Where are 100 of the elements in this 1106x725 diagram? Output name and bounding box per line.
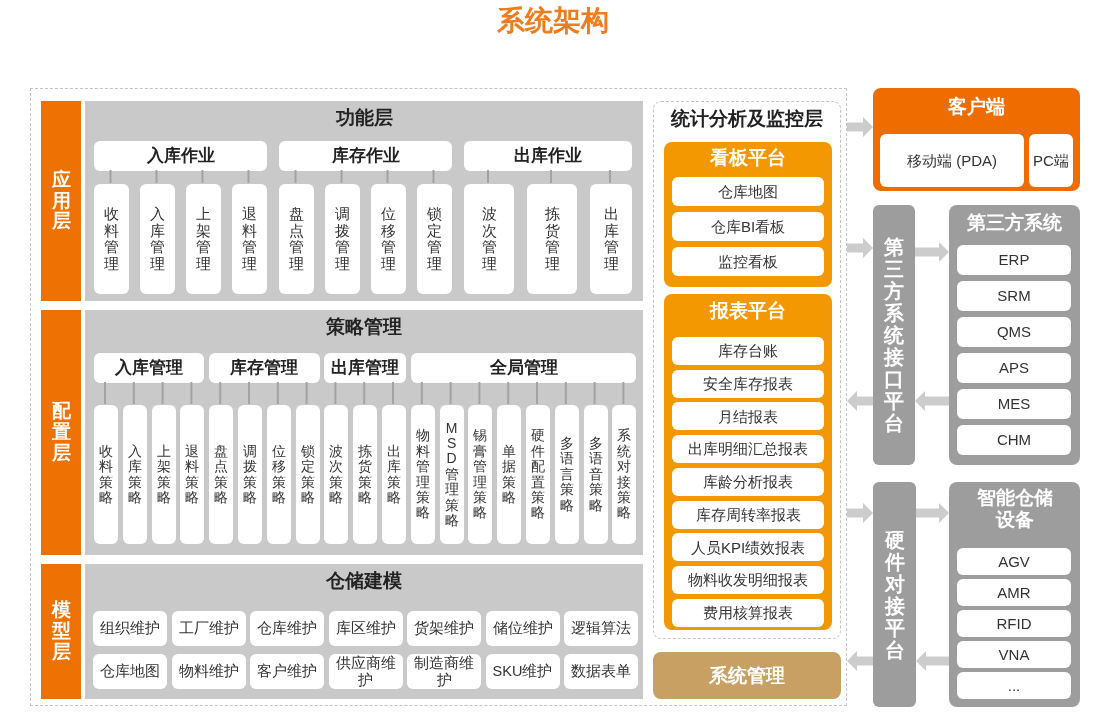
- panel-title: 仓储建模: [325, 570, 403, 592]
- module-card: 锁定管理: [417, 184, 452, 294]
- panel-title: 智能仓储设备: [975, 487, 1054, 531]
- connector-line: [622, 381, 625, 405]
- module-card: ERP: [957, 245, 1071, 275]
- module-card: PC端: [1029, 134, 1073, 187]
- module-card: 调拨策略: [238, 405, 262, 544]
- panel-title: 策略管理: [325, 316, 403, 338]
- module-card: CHM: [957, 425, 1071, 455]
- connector-line: [420, 381, 423, 405]
- layer-label-bar: 配置层: [41, 310, 81, 555]
- connector-line: [132, 381, 135, 405]
- module-card: 库区维护: [328, 611, 403, 646]
- module-card: 数据表单: [564, 654, 638, 689]
- connector-line: [478, 381, 481, 405]
- module-card: 组织维护: [93, 611, 167, 646]
- panel-title: 客户端: [947, 96, 1006, 118]
- module-card: SRM: [957, 281, 1071, 311]
- module-card: 拣货管理: [527, 184, 577, 294]
- connector-line: [449, 381, 452, 405]
- module-card: 仓库地图: [672, 177, 824, 206]
- module-card: 锡膏管理策略: [468, 405, 493, 544]
- dashed-frame: [30, 88, 847, 706]
- connector-line: [386, 169, 389, 184]
- module-card: 收料管理: [94, 184, 129, 294]
- module-card: 位移管理: [371, 184, 406, 294]
- module-card: SKU维护: [485, 654, 560, 689]
- diagram-title: 系统架构: [496, 4, 610, 38]
- module-card: 锁定策略: [295, 405, 320, 544]
- client-panel: [873, 88, 1080, 191]
- module-card: QMS: [957, 317, 1071, 347]
- flow-arrow: [847, 391, 873, 411]
- module-card: 收料策略: [94, 405, 118, 544]
- module-card: 单据策略: [497, 405, 522, 544]
- module-card: 硬件配置策略: [526, 405, 550, 544]
- dashed-panel: [653, 101, 841, 639]
- connector-line: [155, 169, 158, 184]
- platform-panel: [664, 142, 832, 287]
- layer-label-bar: 模型层: [41, 564, 81, 699]
- module-card: 移动端 (PDA): [880, 134, 1024, 187]
- module-card: 位移策略: [266, 405, 291, 544]
- module-card: 储位维护: [485, 611, 560, 646]
- connector-line: [294, 169, 297, 184]
- connector-line: [104, 381, 106, 405]
- module-card: 盘点管理: [279, 184, 314, 294]
- connector-line: [340, 169, 343, 184]
- connector-line: [507, 381, 510, 405]
- module-card: VNA: [957, 641, 1071, 668]
- module-card: 物料收发明细报表: [672, 565, 824, 594]
- module-card: 出库策略: [382, 405, 406, 544]
- layer-panel: [85, 310, 643, 555]
- connector-line: [248, 381, 250, 405]
- module-card: 逻辑算法: [564, 611, 638, 646]
- module-card: ...: [957, 672, 1071, 699]
- module-card: 上架策略: [151, 405, 176, 544]
- layer-panel: [85, 101, 643, 301]
- flow-arrow: [847, 117, 873, 137]
- module-card: AMR: [957, 579, 1071, 606]
- group-header: 入库管理: [94, 353, 205, 383]
- module-card: 入库策略: [122, 405, 147, 544]
- module-card: 库存周转率报表: [672, 500, 824, 529]
- system-panel: [949, 482, 1080, 707]
- module-card: 上架管理: [186, 184, 221, 294]
- group-header: 库存作业: [279, 141, 452, 171]
- connector-line: [550, 169, 552, 184]
- connector-line: [161, 381, 164, 405]
- module-card: 货架维护: [407, 611, 481, 646]
- group-header: 全局管理: [410, 353, 637, 383]
- module-card: 拣货策略: [353, 405, 378, 544]
- flow-arrow: [847, 651, 873, 671]
- layer-label-bar: 应用层: [41, 101, 81, 301]
- connector-line: [609, 169, 611, 184]
- system-panel: [949, 205, 1080, 465]
- connector-line: [334, 381, 337, 405]
- group-header: 出库管理: [324, 353, 406, 383]
- connector-line: [432, 169, 435, 184]
- module-card: 出库明细汇总报表: [672, 435, 824, 464]
- module-card: 人员KPI绩效报表: [672, 533, 824, 562]
- module-card: 调拨管理: [325, 184, 360, 294]
- module-card: 波次管理: [464, 184, 514, 294]
- connector-line: [190, 381, 193, 405]
- interface-bar: 第三方系统接口平台: [873, 205, 915, 465]
- module-card: 盘点策略: [209, 405, 234, 544]
- panel-title: 第三方系统: [966, 212, 1063, 234]
- connector-line: [247, 169, 250, 184]
- connector-line: [109, 169, 112, 184]
- module-card: MES: [957, 389, 1071, 419]
- flow-arrow: [915, 242, 949, 262]
- module-card: 监控看板: [672, 247, 824, 276]
- connector-line: [219, 381, 222, 405]
- connector-line: [305, 381, 308, 405]
- connector-line: [392, 381, 394, 405]
- connector-line: [363, 381, 366, 405]
- system-management-bar: 系统管理: [653, 652, 841, 699]
- flow-arrow: [916, 503, 949, 523]
- module-card: 退料策略: [180, 405, 205, 544]
- group-header: 出库作业: [464, 141, 632, 171]
- connector-line: [593, 381, 596, 405]
- module-card: 多语音策略: [583, 405, 608, 544]
- connector-line: [487, 169, 489, 184]
